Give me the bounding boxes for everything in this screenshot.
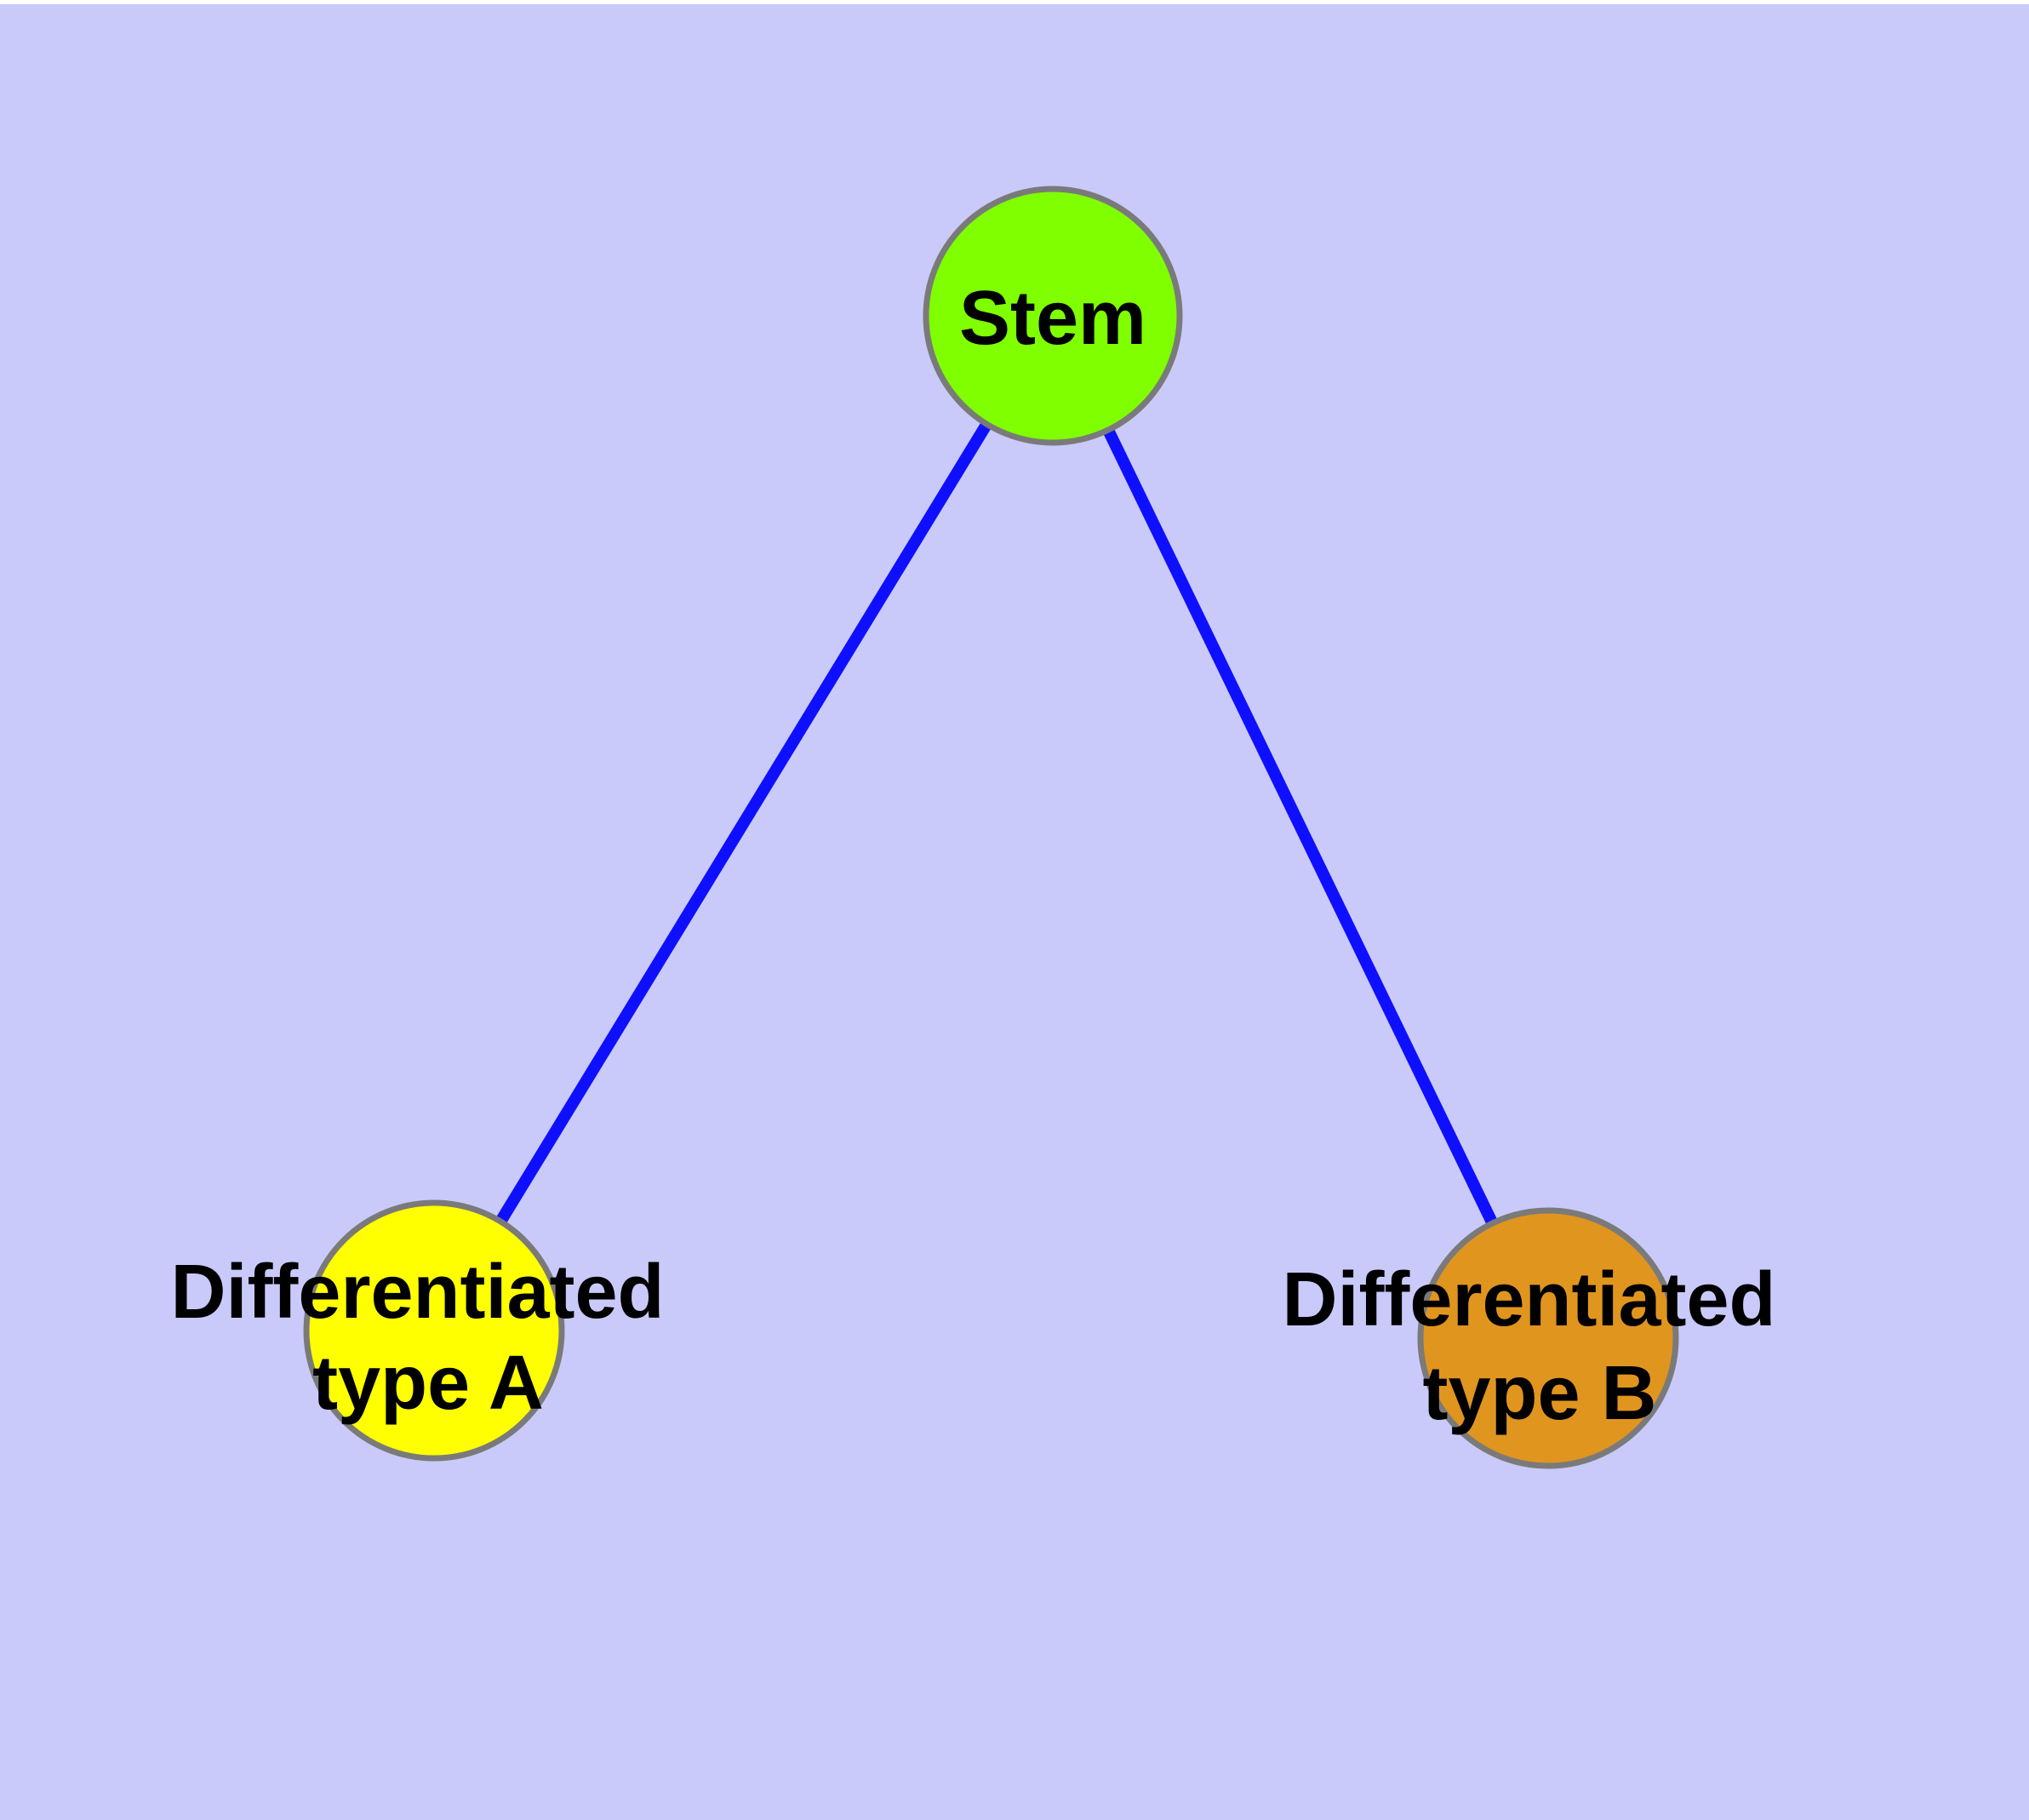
node-differentiated-type-a-circle (303, 1199, 565, 1462)
node-stem: Stem (923, 186, 1183, 446)
node-differentiated-type-b-circle (1417, 1207, 1679, 1469)
node-differentiated-type-a: Differentiated type A (170, 1199, 685, 1462)
node-stem-label: Stem (959, 276, 1146, 361)
edge-stem-to-differentiated-type-a (429, 312, 1058, 1334)
edge-stem-to-differentiated-type-b (1047, 312, 1554, 1342)
edge-group (429, 312, 1554, 1342)
node-stem-circle (923, 186, 1183, 446)
node-differentiated-type-b-label: Differentiated type B (1282, 1257, 1797, 1436)
node-differentiated-type-b: Differentiated type B (1282, 1207, 1797, 1469)
node-differentiated-type-a-label: Differentiated type A (170, 1250, 685, 1426)
